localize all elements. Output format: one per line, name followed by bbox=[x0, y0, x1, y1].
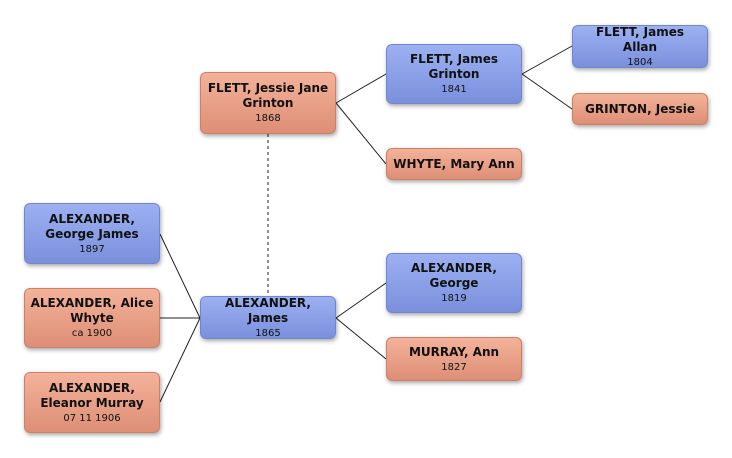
person-node-mary-ann[interactable]: WHYTE, Mary Ann bbox=[386, 148, 522, 180]
person-date: 1804 bbox=[627, 56, 653, 68]
link-jessie-jane-to-james-grinton bbox=[335, 73, 387, 104]
person-node-jessie-jane[interactable]: FLETT, Jessie Jane Grinton 1868 bbox=[200, 72, 336, 134]
person-name: FLETT, James Allan bbox=[595, 24, 685, 54]
person-name: MURRAY, Ann bbox=[408, 344, 500, 359]
link-jessie-jane-to-mary-ann bbox=[335, 102, 387, 165]
person-date: 1827 bbox=[441, 361, 467, 373]
person-date: 1865 bbox=[255, 327, 281, 339]
person-name: ALEXANDER, Eleanor Murray bbox=[40, 380, 144, 410]
person-name: GRINTON, Jessie bbox=[585, 101, 695, 116]
person-date: 07 11 1906 bbox=[63, 412, 121, 424]
person-node-james-grinton[interactable]: FLETT, James Grinton 1841 bbox=[386, 44, 522, 104]
person-node-james-allan[interactable]: FLETT, James Allan 1804 bbox=[572, 25, 708, 68]
link-george-james-to-james bbox=[159, 233, 201, 319]
person-date: ca 1900 bbox=[71, 328, 113, 339]
person-node-jessie-grinton[interactable]: GRINTON, Jessie bbox=[572, 93, 708, 125]
person-node-george[interactable]: ALEXANDER, George 1819 bbox=[386, 253, 522, 313]
person-name: WHYTE, Mary Ann bbox=[393, 156, 515, 171]
person-node-james[interactable]: ALEXANDER, James 1865 bbox=[200, 296, 336, 339]
link-james-to-george bbox=[335, 282, 387, 319]
person-date: 1897 bbox=[79, 243, 105, 255]
person-node-eleanor[interactable]: ALEXANDER, Eleanor Murray 07 11 1906 bbox=[24, 372, 160, 433]
person-name: FLETT, Jessie Jane Grinton bbox=[207, 81, 329, 110]
person-date: 1841 bbox=[441, 84, 467, 95]
link-james-grinton-to-jessie-grinton bbox=[521, 73, 573, 110]
link-eleanor-to-james bbox=[159, 317, 201, 403]
person-name: FLETT, James Grinton bbox=[409, 52, 499, 81]
person-date: 1819 bbox=[441, 293, 467, 304]
person-node-george-james[interactable]: ALEXANDER, George James 1897 bbox=[24, 203, 160, 264]
person-name: ALEXANDER, George bbox=[411, 261, 497, 290]
link-james-grinton-to-james-allan bbox=[521, 45, 573, 75]
person-date: 1868 bbox=[255, 113, 281, 124]
person-name: ALEXANDER, James bbox=[225, 295, 311, 325]
person-node-ann[interactable]: MURRAY, Ann 1827 bbox=[386, 337, 522, 381]
link-james-to-ann bbox=[335, 317, 387, 360]
person-name: ALEXANDER, Alice Whyte bbox=[30, 296, 154, 325]
person-name: ALEXANDER, George James bbox=[45, 211, 139, 241]
person-node-alice[interactable]: ALEXANDER, Alice Whyte ca 1900 bbox=[24, 288, 160, 348]
